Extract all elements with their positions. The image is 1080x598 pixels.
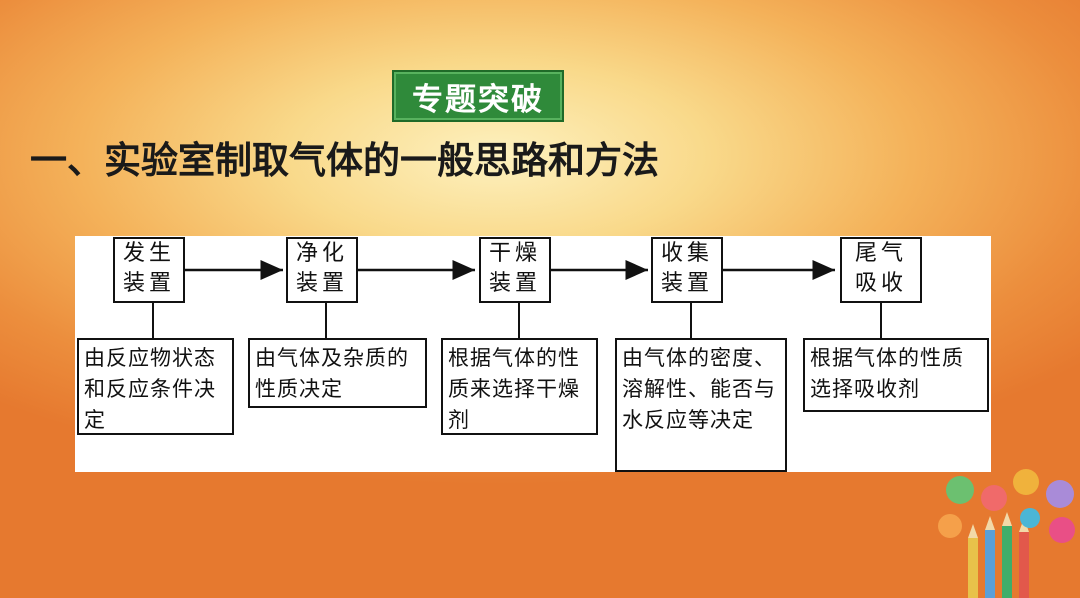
step-box-tail-gas: 尾气 吸收 (840, 237, 922, 303)
abc-bubble-icon (938, 514, 962, 538)
step-box-collection: 收集 装置 (651, 237, 723, 303)
desc-collection: 由气体的密度、溶解性、能否与水反应等决定 (615, 338, 787, 472)
flask-bubble-icon (1046, 480, 1074, 508)
book-bubble-icon (946, 476, 974, 504)
education-icons-decoration (938, 469, 1075, 598)
pencil-icon (968, 512, 1029, 598)
step-box-purification: 净化 装置 (286, 237, 358, 303)
desc-generation: 由反应物状态和反应条件决定 (77, 338, 234, 435)
flowchart-connectors (152, 260, 882, 338)
desc-drying: 根据气体的性质来选择干燥剂 (441, 338, 598, 435)
desc-tail-gas: 根据气体的性质选择吸收剂 (803, 338, 989, 412)
math-bubble-icon (1049, 517, 1075, 543)
dna-bubble-icon (1020, 508, 1040, 528)
monitor-bubble-icon (981, 485, 1007, 511)
desc-purification: 由气体及杂质的性质决定 (248, 338, 427, 408)
atom-bubble-icon (1013, 469, 1039, 495)
section-badge: 专题突破 (392, 70, 564, 122)
flowchart-panel: 发生 装置 净化 装置 干燥 装置 收集 装置 尾气 吸收 由反应物状态和反应条… (75, 236, 991, 472)
page-title: 一、实验室制取气体的一般思路和方法 (30, 139, 659, 182)
step-box-drying: 干燥 装置 (479, 237, 551, 303)
step-box-generation: 发生 装置 (113, 237, 185, 303)
